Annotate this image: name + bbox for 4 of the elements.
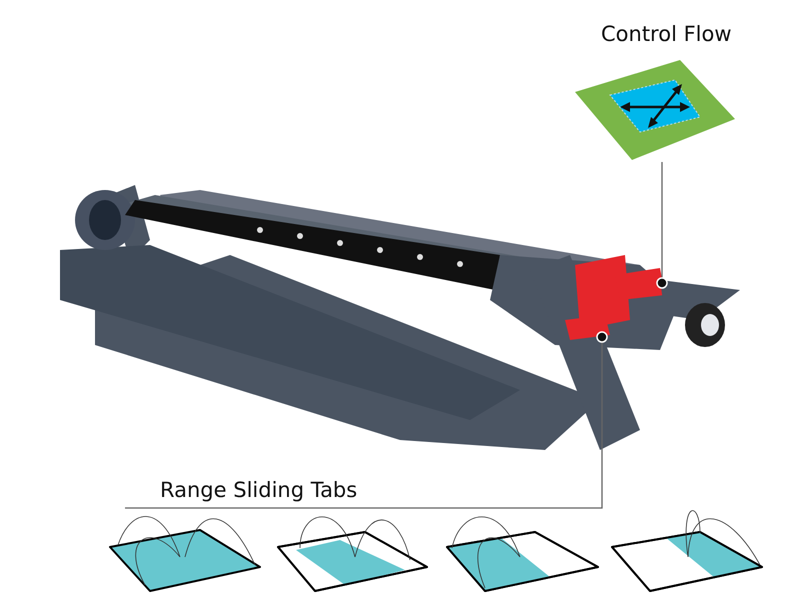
leader-line	[125, 331, 608, 509]
leader-line	[656, 162, 668, 289]
callout-label: Control Flow	[601, 22, 732, 46]
callout-label: Range Sliding Tabs	[160, 478, 358, 502]
